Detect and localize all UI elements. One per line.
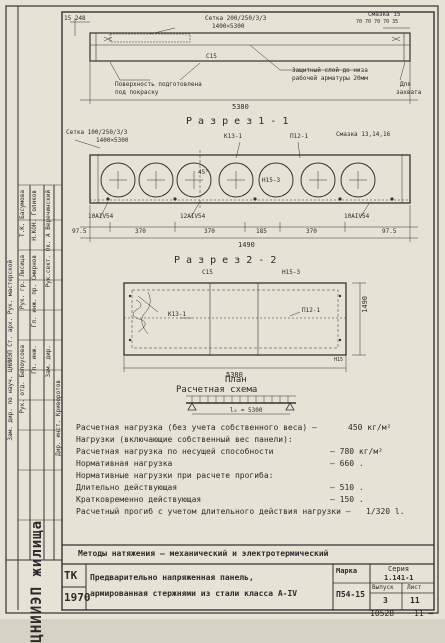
top-smaz-label: Смазка 15 <box>368 11 401 18</box>
top-setka-label: Сетка 200/250/3/3 <box>205 15 267 22</box>
plan-title: План <box>225 375 247 385</box>
stamp-row-4: Рук. гр. Лисица <box>19 255 26 310</box>
loads-line-3: Расчетная нагрузка по несущей способност… <box>76 447 274 456</box>
loads-line-4: Нормативная нагрузка <box>76 459 173 468</box>
loads-line-7: Кратковременно действующая <box>76 495 202 504</box>
methods-note: Методы натяжения – механический и электр… <box>78 549 329 558</box>
loads-line-6-value: – 510 . <box>330 483 364 492</box>
bottom-page: 11 – <box>414 609 434 618</box>
loads-line-3-value: – 780 кг/м² <box>330 447 383 456</box>
loads-line-6: Длительно действующая <box>76 483 178 492</box>
section22-k13: К13-1 <box>168 311 187 318</box>
section11-setka-label: Сетка 100/250/3/3 <box>66 129 128 136</box>
section11-dim-1: 97.5 <box>72 228 87 235</box>
title-series-label: Серия <box>388 565 410 573</box>
loads-line-4-value: – 660 . <box>330 459 364 468</box>
title-vypusk-label: Выпуск <box>372 584 394 591</box>
title-year: 1970 <box>64 591 91 604</box>
section11-dim-5: 370 <box>306 228 317 235</box>
loads-line-7-value: – 150 . <box>330 495 364 504</box>
title-name-1: Предварительно напряженная панель, <box>90 573 254 582</box>
section11-dim-45: 45° <box>198 169 209 176</box>
section11-bar-mid: 12АIV54 <box>180 213 206 220</box>
section11-dim-6: 97.5 <box>382 228 397 235</box>
top-note-right-1: Защитный слой до низа <box>292 67 368 74</box>
section11-p12: П12-1 <box>290 133 309 140</box>
org-stamp: ЦНИИЭП жилища <box>29 520 45 643</box>
section22-length: 5380 <box>226 371 243 379</box>
top-setka-size: 1400×5300 <box>212 23 245 30</box>
title-name-2: армированная стержнями из стали класса А… <box>90 589 298 598</box>
section11-dim-3: 370 <box>204 228 215 235</box>
stamp-row-5: Гл. инж. пр. Смирнов <box>31 255 38 328</box>
top-note-right-2: рабочей арматуры 20мм <box>292 75 368 82</box>
top-c15: С15 <box>206 53 217 60</box>
drawing-linework <box>5 5 439 614</box>
title-vypusk-value: 3 <box>383 596 388 605</box>
title-series-value: 1.141-1 <box>384 574 414 582</box>
title-list-label: Лист <box>407 584 422 591</box>
section11-setka-size: 1400×5300 <box>96 137 129 144</box>
stamp-row-3: Ок. А Веречинский <box>45 190 52 252</box>
title-tk: ТК <box>64 569 78 582</box>
title-list-value: 11 <box>410 596 420 605</box>
title-mark-label: Марка <box>336 567 358 575</box>
stamp-row-2: Н.КОН. Голиков <box>31 190 38 241</box>
scheme-title: Расчетная схема <box>176 385 258 395</box>
stamp-row-6: Рук.сект. <box>45 255 52 288</box>
section11-dim-4: 185 <box>256 228 267 235</box>
loads-line-2: Нагрузки (включающие собственный вес пан… <box>76 435 293 444</box>
stamp-row-9: Зам. дир. <box>45 345 52 378</box>
section11-dim-2: 370 <box>135 228 146 235</box>
stamp-row-1: Т.К. Басумова <box>19 190 26 237</box>
loads-line-1-value: 450 кг/м² <box>348 423 392 432</box>
loads-line-1: Расчетная нагрузка (без учета собственно… <box>76 423 317 432</box>
section22-title: Р а з р е з 2 - 2 <box>174 255 277 266</box>
top-note-left-1: Поверхность подготовлена <box>115 81 202 88</box>
section11-n15: Н15-3 <box>262 177 281 184</box>
section22-small: Н15 <box>334 357 344 363</box>
stamp-row-7: Рук. отд. Белоусова <box>19 345 26 414</box>
section11-k13: К13-1 <box>224 133 243 140</box>
section22-p12: П12-1 <box>302 307 321 314</box>
section22-n15: Н15-3 <box>282 269 301 276</box>
loads-line-8-value: 1/320 l. <box>366 507 405 516</box>
stamp-row-8: Гл. инж. <box>31 345 38 374</box>
section11-smaz: Смазка 13,14,16 <box>336 131 391 138</box>
top-smaz-dims: 70 70 70 70 35 <box>356 19 399 25</box>
section11-bar-right: 10АIV54 <box>344 213 370 220</box>
title-mark-value: П54-15 <box>336 590 365 599</box>
section22-c15: С15 <box>202 269 213 276</box>
top-note-left-2: под покраску <box>115 89 159 96</box>
stamp-org-vertical: Зам. дир. по науч. ЦНИИЭП Ст. арх. Рук. … <box>7 260 14 441</box>
top-note-far-right-2: захвата <box>396 89 422 96</box>
bottom-number: 10528 <box>370 609 395 618</box>
section11-bar-left: 10АIV54 <box>88 213 114 220</box>
top-dims-left: 15 248 <box>64 15 86 22</box>
scheme-span: l₀ = 5300 <box>230 407 263 414</box>
stamp-row-10: Дир. инст. Криворотов <box>55 380 62 456</box>
loads-line-5: Нормативные нагрузки при расчете прогиба… <box>76 471 274 480</box>
top-note-far-right-1: Для <box>400 81 411 88</box>
top-length: 5380 <box>232 103 249 111</box>
section22-height: 1490 <box>361 296 369 313</box>
loads-line-8: Расчетный прогиб с учетом длительного де… <box>76 507 351 516</box>
section11-total: 1490 <box>238 241 255 249</box>
section11-title: Р а з р е з 1 - 1 <box>186 116 289 127</box>
